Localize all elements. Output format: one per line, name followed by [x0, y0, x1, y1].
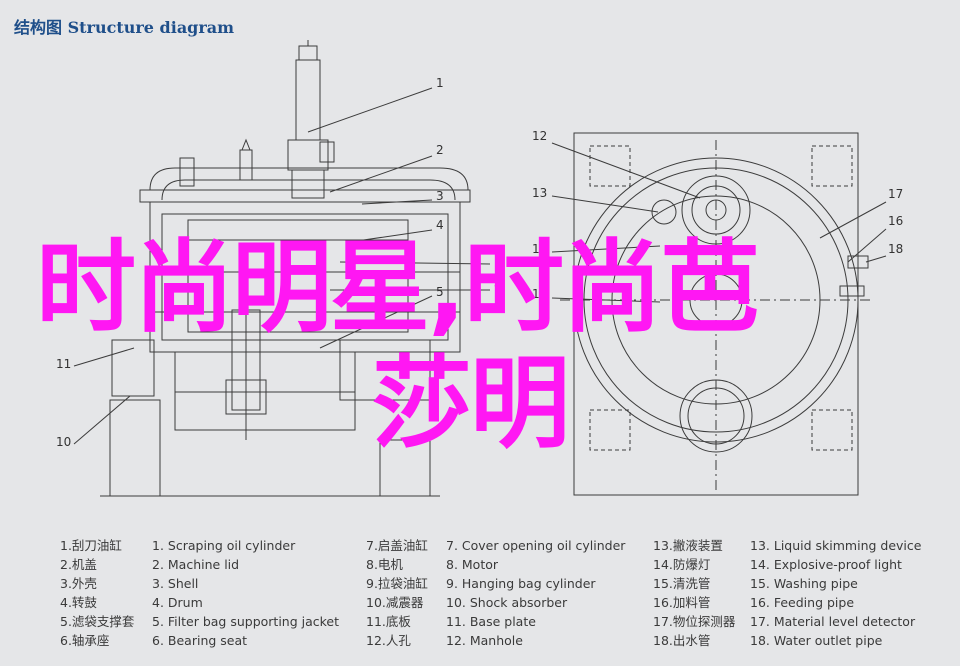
legend-item: 18.出水管 18. Water outlet pipe: [653, 631, 921, 650]
legend-zh: 18.出水管: [653, 633, 711, 648]
plan-frame: [573, 132, 859, 496]
legend-zh: 2.机盖: [60, 557, 97, 572]
legend-zh: 5.滤袋支撑套: [60, 614, 135, 629]
legend-en: 17. Material level detector: [750, 614, 916, 629]
legend-zh: 6.轴承座: [60, 633, 110, 648]
legend-zh: 10.减震器: [366, 595, 424, 610]
callout-18: 18: [888, 242, 903, 256]
legend-zh: 17.物位探测器: [653, 614, 736, 629]
legend-item: 11.底板 11. Base plate: [366, 612, 625, 631]
legend-en: 1. Scraping oil cylinder: [152, 538, 296, 553]
machine-lid-shape: [149, 167, 469, 191]
legend-en: 18. Water outlet pipe: [750, 633, 883, 648]
callout-11: 11: [56, 357, 71, 371]
title-en: Structure diagram: [67, 18, 235, 37]
callout-14: 14: [532, 242, 547, 256]
legend-zh: 7.启盖油缸: [366, 538, 428, 553]
legend-en: 4. Drum: [152, 595, 203, 610]
legend-item: 16.加料管 16. Feeding pipe: [653, 593, 921, 612]
callout-3: 3: [436, 189, 444, 203]
legend-item: 12.人孔 12. Manhole: [366, 631, 625, 650]
callout-6: 6: [494, 279, 502, 293]
legend-item: 13.撇液装置 13. Liquid skimming device: [653, 536, 921, 555]
legend-zh: 3.外壳: [60, 576, 97, 591]
legend-en: 9. Hanging bag cylinder: [446, 576, 596, 591]
legend-zh: 15.清洗管: [653, 576, 711, 591]
legend-en: 2. Machine lid: [152, 557, 240, 572]
title-zh: 结构图: [14, 18, 63, 37]
legend-en: 7. Cover opening oil cylinder: [446, 538, 626, 553]
legend-item: 17.物位探测器 17. Material level detector: [653, 612, 921, 631]
legend-en: 3. Shell: [152, 576, 199, 591]
drum-shape: [187, 219, 409, 333]
legend-item: 7.启盖油缸 7. Cover opening oil cylinder: [366, 536, 625, 555]
callout-5: 5: [436, 285, 444, 299]
callout-7: 7: [494, 253, 502, 267]
callout-1: 1: [436, 76, 444, 90]
callout-group: 1 2 3 4 7 6 5 11 10 12 13 14 15 17 16 18: [56, 76, 903, 449]
legend-zh: 14.防爆灯: [653, 557, 711, 572]
legend-en: 6. Bearing seat: [152, 633, 248, 648]
legend-item: 4.转鼓 4. Drum: [60, 593, 339, 612]
callout-2: 2: [436, 143, 444, 157]
structure-drawing: 1 2 3 4 7 6 5 11 10 12 13 14 15 17 16 18: [56, 40, 903, 497]
legend-en: 5. Filter bag supporting jacket: [152, 614, 340, 629]
legend-item: 1.刮刀油缸 1. Scraping oil cylinder: [60, 536, 339, 555]
legend-en: 10. Shock absorber: [446, 595, 568, 610]
legend-item: 3.外壳 3. Shell: [60, 574, 339, 593]
legend-item: 9.拉袋油缸 9. Hanging bag cylinder: [366, 574, 625, 593]
legend-zh: 12.人孔: [366, 633, 411, 648]
legend-col-2: 7.启盖油缸 7. Cover opening oil cylinder 8.电机…: [366, 536, 625, 650]
scraping-cylinder-shape: [295, 59, 321, 141]
legend-item: 15.清洗管 15. Washing pipe: [653, 574, 921, 593]
legend-item: 14.防爆灯 14. Explosive-proof light: [653, 555, 921, 574]
legend-en: 14. Explosive-proof light: [750, 557, 902, 572]
legend-col-1: 1.刮刀油缸 1. Scraping oil cylinder 2.机盖 2. Ma…: [60, 536, 339, 650]
legend-zh: 13.撇液装置: [653, 538, 723, 553]
callout-17: 17: [888, 187, 903, 201]
legend-en: 11. Base plate: [446, 614, 536, 629]
legend-en: 13. Liquid skimming device: [750, 538, 922, 553]
legend-item: 5.滤袋支撑套 5. Filter bag supporting jacket: [60, 612, 339, 631]
callout-4: 4: [436, 218, 444, 232]
legend-item: 6.轴承座 6. Bearing seat: [60, 631, 339, 650]
legend-zh: 8.电机: [366, 557, 403, 572]
shock-absorber-left: [109, 399, 161, 497]
callout-12: 12: [532, 129, 547, 143]
legend-zh: 1.刮刀油缸: [60, 538, 122, 553]
legend-zh: 11.底板: [366, 614, 411, 629]
legend-item: 8.电机 8. Motor: [366, 555, 625, 574]
callout-13: 13: [532, 186, 547, 200]
legend-en: 15. Washing pipe: [750, 576, 858, 591]
page-title: 结构图 Structure diagram: [14, 14, 234, 38]
legend-item: 10.减震器 10. Shock absorber: [366, 593, 625, 612]
shell-shape: [149, 201, 461, 353]
legend-en: 16. Feeding pipe: [750, 595, 855, 610]
callout-10: 10: [56, 435, 71, 449]
legend-zh: 4.转鼓: [60, 595, 97, 610]
legend-zh: 9.拉袋油缸: [366, 576, 428, 591]
legend-item: 2.机盖 2. Machine lid: [60, 555, 339, 574]
callout-15: 15: [532, 287, 547, 301]
legend-col-3: 13.撇液装置 13. Liquid skimming device 14.防爆灯…: [653, 536, 921, 650]
legend-zh: 16.加料管: [653, 595, 711, 610]
legend-en: 12. Manhole: [446, 633, 523, 648]
legend-en: 8. Motor: [446, 557, 499, 572]
callout-16: 16: [888, 214, 903, 228]
